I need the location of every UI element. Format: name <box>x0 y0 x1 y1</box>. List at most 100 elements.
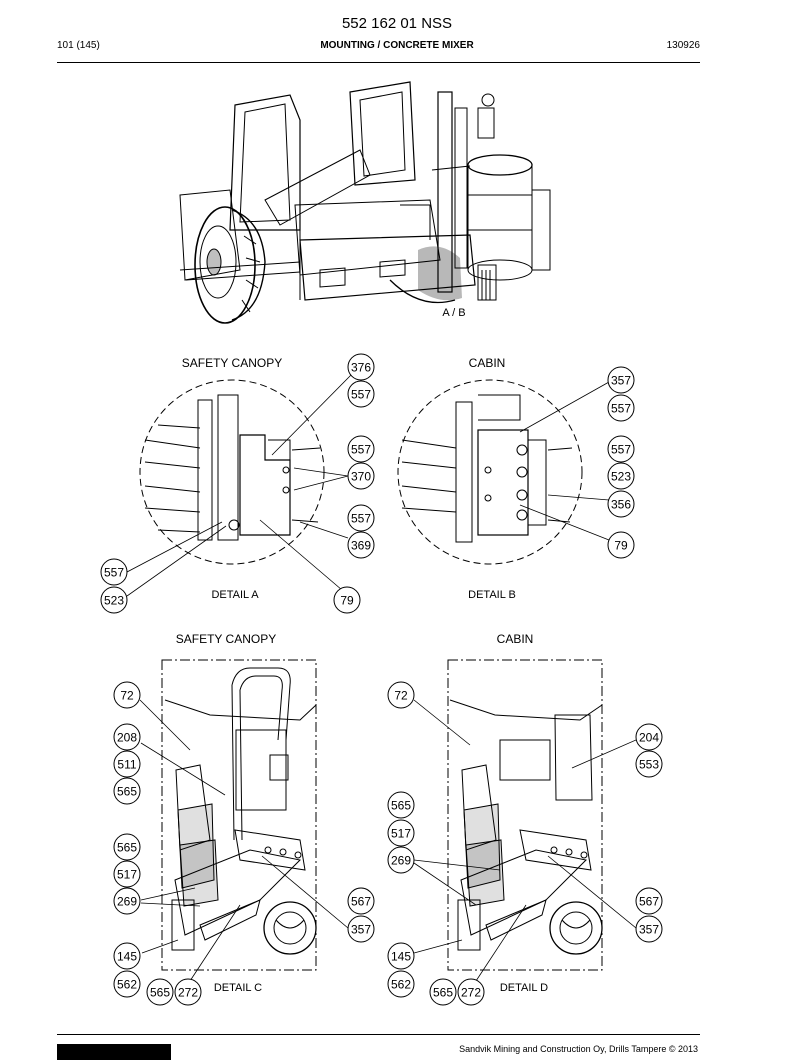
balloon-a-3: 370 <box>347 462 375 490</box>
balloon-circle <box>387 681 415 709</box>
label-detail-b: DETAIL B <box>468 589 516 601</box>
balloon-circle <box>347 504 375 532</box>
balloon-label: 269 <box>391 854 411 868</box>
balloon-circle <box>347 353 375 381</box>
balloon-label: 553 <box>639 758 659 772</box>
balloon-a-1: 557 <box>347 380 375 408</box>
balloon-label: 567 <box>639 895 659 909</box>
balloon-circle <box>429 978 457 1006</box>
balloon-label: 272 <box>178 986 198 1000</box>
balloon-circle <box>387 846 415 874</box>
balloon-c-0: 72 <box>113 681 141 709</box>
balloon-circle <box>174 978 202 1006</box>
balloon-c-6: 269 <box>113 887 141 915</box>
balloon-circle <box>607 531 635 559</box>
brand-logo <box>57 1044 171 1060</box>
balloon-label: 357 <box>639 923 659 937</box>
balloon-circle <box>113 970 141 998</box>
detail-a-illustration <box>139 379 325 565</box>
balloon-d-5: 269 <box>387 846 415 874</box>
label-safety-canopy-bottom: SAFETY CANOPY <box>176 632 276 646</box>
balloon-label: 557 <box>611 402 631 416</box>
balloon-circle <box>635 887 663 915</box>
balloon-a-8: 79 <box>333 586 361 614</box>
balloon-circle <box>387 819 415 847</box>
balloon-circle <box>607 366 635 394</box>
balloon-b-1: 557 <box>607 394 635 422</box>
label-detail-d: DETAIL D <box>500 982 548 994</box>
balloon-label: 557 <box>351 443 371 457</box>
balloon-c-4: 565 <box>113 833 141 861</box>
detail-d-illustration <box>447 659 603 971</box>
balloon-c-5: 517 <box>113 860 141 888</box>
balloon-label: 79 <box>340 594 354 608</box>
balloon-circle <box>113 681 141 709</box>
balloon-label: 565 <box>117 785 137 799</box>
balloon-label: 269 <box>117 895 137 909</box>
balloon-circle <box>333 586 361 614</box>
balloon-label: 72 <box>394 689 408 703</box>
balloon-label: 357 <box>351 923 371 937</box>
label-cabin-top: CABIN <box>469 356 506 370</box>
balloon-b-0: 357 <box>607 366 635 394</box>
balloon-label: 557 <box>104 566 124 580</box>
balloon-circle <box>607 462 635 490</box>
balloon-circle <box>113 833 141 861</box>
balloon-label: 557 <box>351 512 371 526</box>
balloon-circle <box>113 723 141 751</box>
balloon-label: 565 <box>150 986 170 1000</box>
page-title: MOUNTING / CONCRETE MIXER <box>320 40 474 51</box>
balloon-circle <box>607 490 635 518</box>
balloon-circle <box>635 750 663 778</box>
balloon-label: 523 <box>611 470 631 484</box>
balloon-a-2: 557 <box>347 435 375 463</box>
balloon-circle <box>113 942 141 970</box>
balloon-circle <box>387 791 415 819</box>
date-code: 130926 <box>666 40 700 51</box>
balloon-circle <box>635 723 663 751</box>
balloon-circle <box>387 970 415 998</box>
balloon-d-4: 517 <box>387 819 415 847</box>
balloon-circle <box>113 777 141 805</box>
balloon-label: 204 <box>639 731 659 745</box>
balloon-label: 145 <box>117 950 137 964</box>
balloon-b-4: 356 <box>607 490 635 518</box>
balloon-c-2: 511 <box>113 750 141 778</box>
balloon-circle <box>347 462 375 490</box>
balloon-label: 562 <box>117 978 137 992</box>
balloon-circle <box>387 942 415 970</box>
balloon-c-12: 272 <box>174 978 202 1006</box>
detail-c-illustration <box>161 659 317 971</box>
balloon-label: 523 <box>104 594 124 608</box>
footer-copyright: Sandvik Mining and Construction Oy, Dril… <box>459 1044 698 1054</box>
balloon-label: 356 <box>611 498 631 512</box>
balloon-circle <box>113 750 141 778</box>
balloon-d-9: 562 <box>387 970 415 998</box>
balloon-label: 562 <box>391 978 411 992</box>
balloon-d-2: 553 <box>635 750 663 778</box>
balloon-label: 369 <box>351 539 371 553</box>
balloon-label: 79 <box>614 539 628 553</box>
balloon-label: 517 <box>117 868 137 882</box>
callout-ab: A / B <box>442 307 465 319</box>
label-detail-c: DETAIL C <box>214 982 262 994</box>
balloon-a-0: 376 <box>347 353 375 381</box>
balloon-circle <box>113 860 141 888</box>
balloon-circle <box>113 887 141 915</box>
balloon-label: 565 <box>391 799 411 813</box>
balloon-label: 376 <box>351 361 371 375</box>
balloon-circle <box>347 380 375 408</box>
balloon-label: 565 <box>117 841 137 855</box>
balloon-a-5: 369 <box>347 531 375 559</box>
balloon-circle <box>457 978 485 1006</box>
page-number: 101 (145) <box>57 40 100 51</box>
balloon-label: 557 <box>611 443 631 457</box>
balloon-label: 145 <box>391 950 411 964</box>
balloon-circle <box>635 915 663 943</box>
balloon-label: 565 <box>433 986 453 1000</box>
balloon-label: 511 <box>117 758 136 772</box>
balloon-circle <box>100 558 128 586</box>
balloon-label: 567 <box>351 895 371 909</box>
balloon-d-7: 357 <box>635 915 663 943</box>
balloon-d-10: 565 <box>429 978 457 1006</box>
